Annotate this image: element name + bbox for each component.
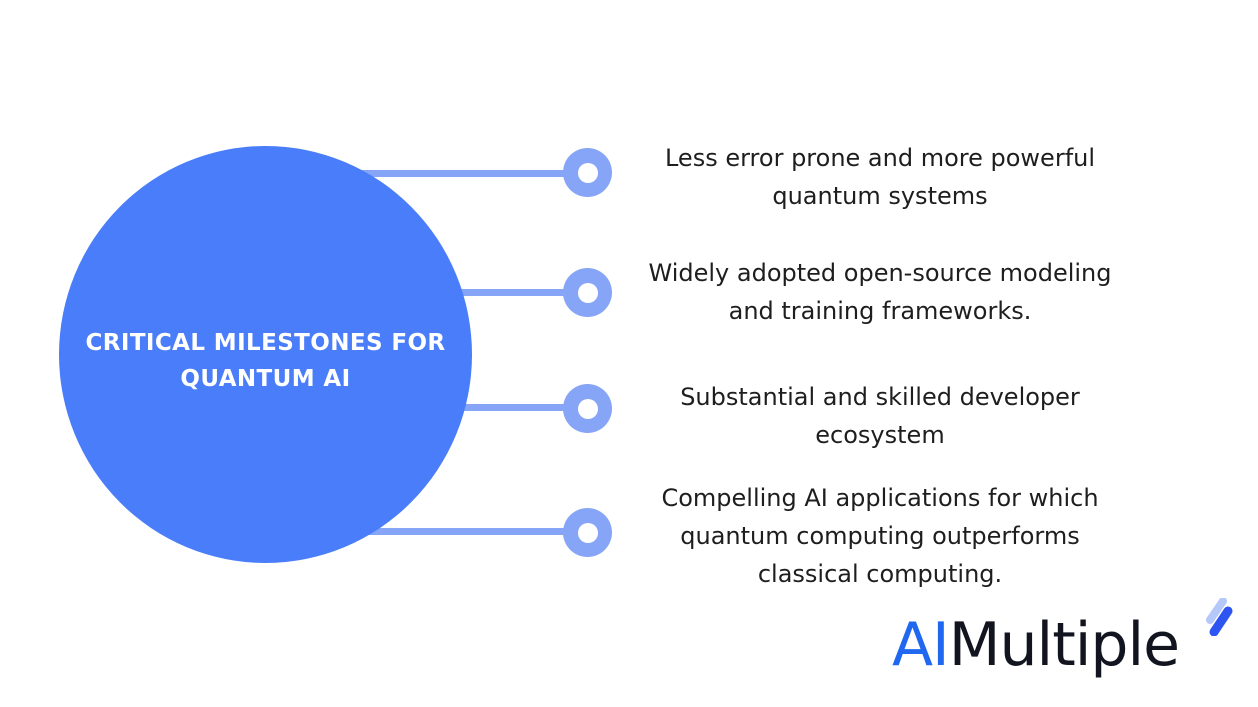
milestone-2-line-2: and training frameworks. xyxy=(728,297,1032,325)
milestone-4-line-3: classical computing. xyxy=(757,560,1003,588)
milestone-1-line-1: Less error prone and more powerful xyxy=(664,144,1096,172)
milestone-3-line-2: ecosystem xyxy=(815,421,945,449)
aimultiple-logo: AIMultiple xyxy=(888,598,1248,700)
milestone-2-line-1: Widely adopted open-source modeling xyxy=(648,259,1112,287)
milestone-item-3: Substantial and skilled developer ecosys… xyxy=(610,378,1150,454)
logo-bolt-icon xyxy=(1206,598,1233,636)
diagram-title: CRITICAL MILESTONES FOR QUANTUM AI xyxy=(85,325,445,397)
diagram-title-line-1: CRITICAL MILESTONES FOR xyxy=(85,329,446,356)
connector-line-4 xyxy=(290,528,588,535)
milestone-4-line-2: quantum computing outperforms xyxy=(680,522,1080,550)
ring-hole xyxy=(577,162,598,183)
milestone-item-1: Less error prone and more powerful quant… xyxy=(610,139,1150,215)
ring-hole xyxy=(577,522,598,543)
logo-suffix-multiple: Multiple xyxy=(948,610,1180,680)
diagram-title-line-2: QUANTUM AI xyxy=(180,365,351,392)
milestone-3-line-1: Substantial and skilled developer xyxy=(680,383,1080,411)
bullet-ring-icon-2 xyxy=(563,268,612,317)
main-topic-circle: CRITICAL MILESTONES FOR QUANTUM AI xyxy=(59,146,472,563)
bullet-ring-icon-3 xyxy=(563,384,612,433)
milestone-item-2: Widely adopted open-source modeling and … xyxy=(610,254,1150,330)
milestone-item-4: Compelling AI applications for which qua… xyxy=(610,479,1150,593)
ring-hole xyxy=(577,398,598,419)
ring-hole xyxy=(577,282,598,303)
logo-wordmark: AIMultiple xyxy=(892,610,1180,680)
logo-prefix-ai: AI xyxy=(892,610,950,680)
connector-line-1 xyxy=(290,170,588,177)
milestone-4-line-1: Compelling AI applications for which xyxy=(661,484,1099,512)
bullet-ring-icon-4 xyxy=(563,508,612,557)
bullet-ring-icon-1 xyxy=(563,148,612,197)
milestone-1-line-2: quantum systems xyxy=(772,182,988,210)
